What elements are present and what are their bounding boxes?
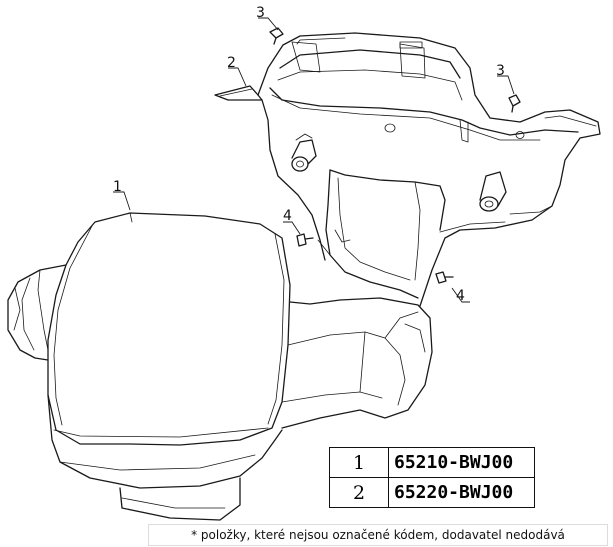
- parts-table: 1 65210-BWJ00 2 65220-BWJ00: [329, 447, 535, 508]
- screw-4-right: [435, 271, 454, 284]
- screw-3-left: [269, 27, 284, 45]
- part-code: 65210-BWJ00: [388, 447, 535, 478]
- callout-1: 1: [113, 179, 122, 195]
- screw-4-left: [296, 233, 314, 247]
- callout-3b: 3: [496, 63, 505, 79]
- callout-2: 2: [227, 55, 236, 71]
- table-row: 1 65210-BWJ00: [329, 447, 535, 478]
- callout-4b: 4: [456, 288, 465, 304]
- footnote: * položky, které nejsou označené kódem, …: [148, 524, 608, 546]
- screw-3-right: [508, 94, 521, 113]
- part-code: 65220-BWJ00: [388, 477, 535, 508]
- callout-4a: 4: [283, 208, 292, 224]
- part-number: 1: [329, 447, 389, 478]
- callout-3a: 3: [256, 5, 265, 21]
- handlebar-front-cover: [7, 212, 433, 521]
- handlebar-rear-cover: [214, 32, 601, 307]
- part-number: 2: [329, 477, 389, 508]
- table-row: 2 65220-BWJ00: [329, 477, 535, 508]
- callout-leaders: [113, 17, 515, 303]
